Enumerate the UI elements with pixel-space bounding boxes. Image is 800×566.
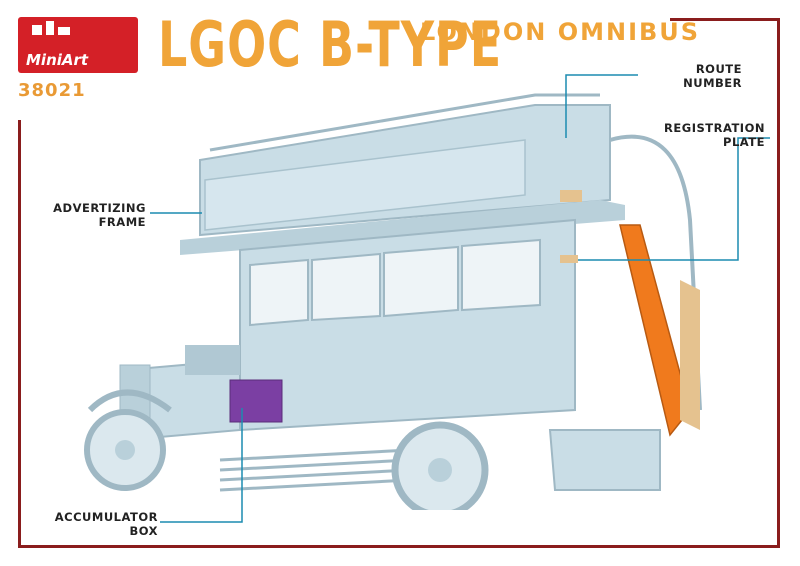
- driver-seat-back: [185, 345, 240, 375]
- route-number-board: [560, 190, 582, 202]
- rear-wheel: [391, 421, 489, 519]
- frame-bottom-line: [18, 545, 780, 548]
- callout-route-number-line2: NUMBER: [683, 76, 742, 90]
- bus-illustration: [80, 80, 720, 519]
- front-fender: [87, 389, 172, 413]
- callout-registration-plate-line2: PLATE: [723, 135, 765, 149]
- callout-advertizing-frame-line2: FRAME: [98, 215, 146, 229]
- frame-right-line: [777, 18, 780, 548]
- miniart-logo: MiniArt: [18, 17, 138, 73]
- frame-left-line: [18, 120, 21, 548]
- callout-advertizing-frame: ADVERTIZING FRAME: [24, 201, 146, 229]
- lower-chassis-grille: [219, 448, 411, 492]
- registration-plate: [560, 255, 578, 263]
- logo-mark-icon: [32, 21, 70, 35]
- accumulator-box: [229, 379, 283, 423]
- callout-route-number-line1: ROUTE: [695, 62, 742, 76]
- upper-deck-advert-panel: [204, 139, 526, 231]
- rear-staircase: [619, 224, 691, 437]
- callout-registration-plate: REGISTRATION PLATE: [640, 121, 765, 149]
- callout-route-number: ROUTE NUMBER: [632, 62, 742, 90]
- front-wheel: [84, 409, 166, 491]
- callout-registration-plate-line1: REGISTRATION: [664, 121, 765, 135]
- lower-deck-windows: [249, 238, 541, 327]
- callout-accumulator-box: ACCUMULATOR BOX: [24, 510, 158, 538]
- callout-accumulator-box-line2: BOX: [129, 524, 158, 538]
- kit-number: 38021: [18, 80, 86, 101]
- callout-accumulator-box-line1: ACCUMULATOR: [54, 510, 158, 524]
- page-title: LGOC B-TYPE: [158, 8, 503, 81]
- omnibus-model-image: [84, 93, 702, 519]
- rear-platform: [548, 429, 661, 491]
- upper-deck-floor: [180, 200, 625, 255]
- frame-top-line: [670, 18, 780, 21]
- stair-side-panel: [680, 280, 700, 430]
- logo-text: MiniArt: [26, 51, 89, 69]
- callout-advertizing-frame-line1: ADVERTIZING: [53, 201, 146, 215]
- page-subtitle: LONDON OMNIBUS: [420, 18, 701, 46]
